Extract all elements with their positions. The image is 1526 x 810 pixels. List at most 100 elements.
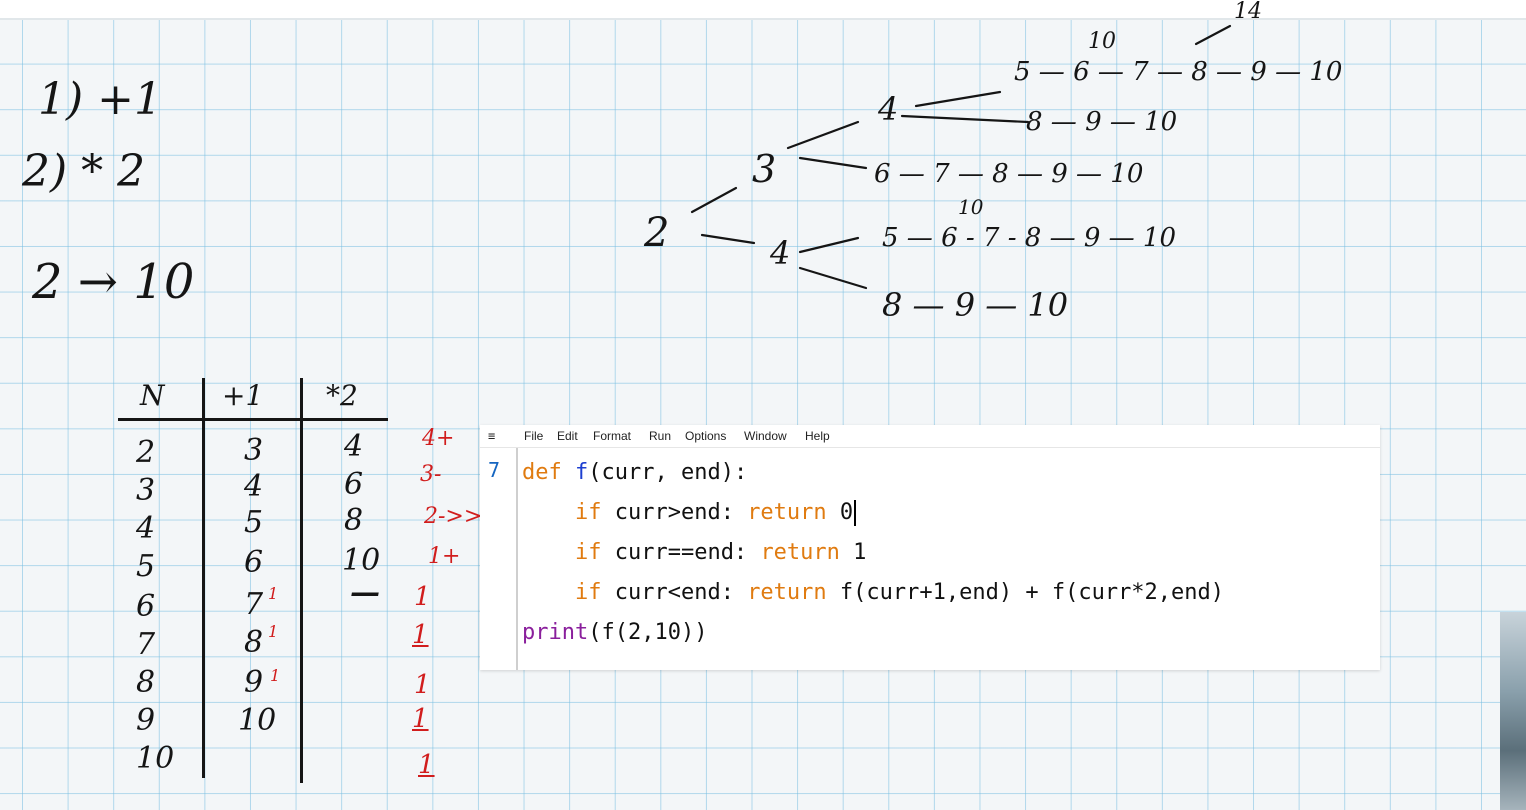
count-cell: 2->> xyxy=(424,504,483,529)
table-cell-mult: 6 xyxy=(344,467,364,502)
table-cell-plus: 4 xyxy=(244,469,264,504)
table-cell-n: 9 xyxy=(136,703,156,738)
goal-range: 2 → 10 xyxy=(32,254,195,310)
code-line: def f(curr, end): xyxy=(522,453,1224,493)
code-line: if curr>end: return 0 xyxy=(522,493,1224,533)
keyword-def: def xyxy=(522,460,562,485)
table-cell-n: 2 xyxy=(136,435,156,470)
keyword-return: return xyxy=(747,500,827,525)
code-line: if curr<end: return f(curr+1,end) + f(cu… xyxy=(522,573,1224,613)
table-cell-plus: 5 xyxy=(244,505,264,540)
tree-label-10: 10 xyxy=(1088,29,1116,54)
table-cell-mult: 10 xyxy=(342,543,381,578)
table-cell-n: 5 xyxy=(136,549,156,584)
table-cell-plus: 6 xyxy=(244,545,264,580)
rule-times-two: 2) * 2 xyxy=(22,146,146,197)
tree-node-3: 3 xyxy=(752,147,776,191)
table-col-divider-1 xyxy=(202,378,205,778)
code-text: (f(2,10)) xyxy=(588,620,708,645)
table-cell-n: 6 xyxy=(136,589,156,624)
tree-edge xyxy=(900,114,1030,124)
top-bar xyxy=(0,0,1526,20)
table-cell-plus: 10 xyxy=(238,703,277,738)
tree-path-2: 8 — 9 — 10 xyxy=(1026,107,1177,137)
count-cell: 1 xyxy=(418,750,435,780)
code-text: f(curr+1,end) + f(curr*2,end) xyxy=(826,580,1225,605)
code-text: curr==end: xyxy=(601,540,761,565)
table-cell-plus-mark: 1 xyxy=(268,584,279,603)
table-cell-mult: 4 xyxy=(344,429,364,464)
code-text: curr<end: xyxy=(601,580,748,605)
table-header-plus: +1 xyxy=(222,379,264,412)
tree-node-4: 4 xyxy=(769,234,790,272)
count-cell: 3- xyxy=(420,462,442,487)
table-cell-plus: 9 xyxy=(244,665,264,700)
tree-label-14: 14 xyxy=(1234,0,1262,24)
code-line: if curr==end: return 1 xyxy=(522,533,1224,573)
idle-editor-window[interactable]: ≡ File Edit Format Run Options Window He… xyxy=(480,425,1380,670)
menu-bar: ≡ File Edit Format Run Options Window He… xyxy=(480,425,1380,448)
menu-edit[interactable]: Edit xyxy=(557,429,578,443)
table-col-divider-2 xyxy=(300,378,303,783)
recursion-tree: 2 3 4 4 14 10 5 — 6 — 7 — 8 — 9 — 10 8 —… xyxy=(643,0,1342,324)
code-text: 1 xyxy=(839,540,867,565)
tree-edge xyxy=(798,236,860,254)
tree-path-4: 5 — 6 - 7 - 8 — 9 — 10 xyxy=(882,223,1176,253)
count-cell: 1 xyxy=(412,704,429,734)
table-cell-plus: 3 xyxy=(244,433,264,468)
menu-format[interactable]: Format xyxy=(593,429,632,443)
count-cell: 1 xyxy=(414,670,431,700)
tree-path-3: 6 — 7 — 8 — 9 — 10 xyxy=(874,159,1143,189)
table-cell-mult: — xyxy=(350,575,380,610)
text-cursor xyxy=(854,500,857,526)
table-cell-n: 7 xyxy=(136,627,156,662)
function-name: f xyxy=(575,460,589,485)
tree-path-5: 8 — 9 — 10 xyxy=(882,286,1068,324)
code-text: 0 xyxy=(826,500,854,525)
builtin-print: print xyxy=(522,620,589,645)
menu-help[interactable]: Help xyxy=(805,429,830,443)
tree-edge xyxy=(700,233,756,245)
count-cell: 1+ xyxy=(428,544,461,569)
code-area[interactable]: def f(curr, end): if curr>end: return 0 … xyxy=(522,453,1224,653)
keyword-return: return xyxy=(747,580,827,605)
count-cell: 1 xyxy=(414,582,431,612)
table-cell-plus-mark: 1 xyxy=(270,666,281,685)
table-cell-plus: 8 xyxy=(244,625,264,660)
table-cell-mult: 8 xyxy=(344,503,364,538)
table-cell-plus-mark: 1 xyxy=(268,622,279,641)
code-text: curr>end: xyxy=(601,500,748,525)
keyword-if: if xyxy=(574,540,602,565)
keyword-if: if xyxy=(574,500,602,525)
table-header-n: N xyxy=(140,379,165,412)
table-cell-n: 3 xyxy=(136,473,156,508)
menu-options[interactable]: Options xyxy=(685,429,727,443)
tree-label-10-lower: 10 xyxy=(958,195,984,219)
line-number-gutter: 7 xyxy=(480,448,518,670)
keyword-return: return xyxy=(760,540,840,565)
tree-path-1: 5 — 6 — 7 — 8 — 9 — 10 xyxy=(1014,57,1342,87)
table-cell-plus: 7 xyxy=(244,587,264,622)
tree-edge xyxy=(1194,24,1232,46)
webcam-thumbnail xyxy=(1500,612,1526,810)
tree-node-4-upper: 4 xyxy=(877,90,898,128)
tree-edge xyxy=(690,186,738,214)
tree-edge xyxy=(786,120,860,150)
count-cell: 4+ xyxy=(422,426,455,451)
menu-window[interactable]: Window xyxy=(744,429,787,443)
table-cell-n: 8 xyxy=(136,665,156,700)
menu-file[interactable]: File xyxy=(524,429,544,443)
table-header-rule xyxy=(118,418,388,421)
menu-run[interactable]: Run xyxy=(649,429,672,443)
rule-plus-one: 1) +1 xyxy=(38,74,163,125)
line-number: 7 xyxy=(488,458,501,482)
code-line: print(f(2,10)) xyxy=(522,613,1224,653)
count-cell: 1 xyxy=(412,620,429,650)
table-header-mult: *2 xyxy=(326,379,358,412)
tree-edge xyxy=(798,266,868,290)
table-cell-n: 4 xyxy=(136,511,156,546)
code-text: (curr, end): xyxy=(588,460,748,485)
tree-node-root: 2 xyxy=(643,210,669,256)
tree-edge xyxy=(798,156,868,170)
drag-handle-icon[interactable]: ≡ xyxy=(488,429,496,443)
